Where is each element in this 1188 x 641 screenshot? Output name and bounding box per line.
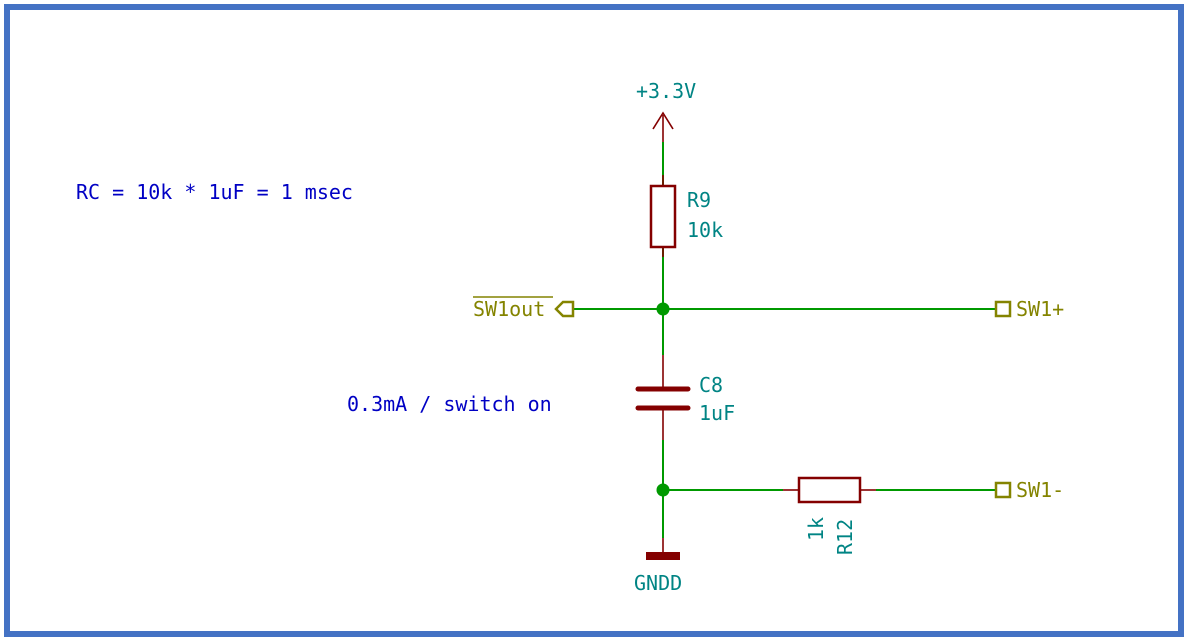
power-symbol-3v3[interactable]: +3.3V: [636, 79, 696, 142]
rc-formula-note: RC = 10k * 1uF = 1 msec: [76, 180, 353, 204]
r9-value: 10k: [687, 218, 723, 242]
resistor-r9[interactable]: R9 10k: [649, 175, 723, 257]
label-sw1-plus[interactable]: SW1+: [994, 297, 1064, 321]
r12-value: 1k: [804, 517, 828, 541]
r12-ref: R12: [833, 519, 857, 555]
sheet-frame: [4, 4, 1184, 637]
power-label: +3.3V: [636, 79, 696, 103]
capacitor-c8[interactable]: C8 1uF: [635, 355, 735, 440]
current-note: 0.3mA / switch on: [347, 392, 552, 416]
resistor-r12[interactable]: 1k R12: [783, 476, 876, 555]
r9-ref: R9: [687, 188, 711, 212]
ground-symbol[interactable]: GNDD: [634, 538, 682, 595]
sw1out-text: SW1out: [473, 297, 545, 321]
c8-ref: C8: [699, 373, 723, 397]
sw1-minus-port-icon: [994, 481, 1012, 499]
label-sw1out[interactable]: SW1out: [473, 296, 575, 321]
label-sw1-minus[interactable]: SW1-: [994, 478, 1064, 502]
junction-dot-top: [656, 302, 670, 316]
sw1-plus-text: SW1+: [1016, 297, 1064, 321]
c8-value: 1uF: [699, 401, 735, 425]
junction-dot-bottom: [656, 483, 670, 497]
sw1out-port-icon: [554, 300, 575, 318]
wires: [573, 142, 996, 538]
sw1-plus-port-icon: [994, 300, 1012, 318]
ground-label: GNDD: [634, 571, 682, 595]
sw1-minus-text: SW1-: [1016, 478, 1064, 502]
